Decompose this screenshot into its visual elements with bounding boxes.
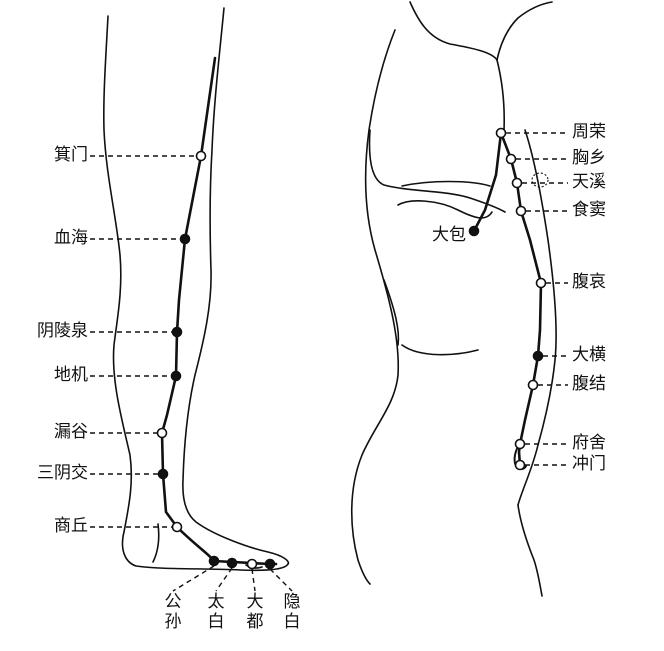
acupoint-shangqiu: [171, 521, 183, 533]
acupoint-xuehai: [179, 233, 191, 245]
acupoint-label: 箕门: [54, 145, 88, 165]
leg-meridian-line: [160, 56, 278, 566]
acupoint-label: 食窦: [572, 200, 606, 220]
acupoint-taibai: [226, 557, 238, 569]
acupoint-label: 太白: [207, 592, 225, 632]
acupoint-dabao: [468, 225, 480, 237]
acupoint-label: 腹哀: [572, 272, 606, 292]
acupoint-lougu: [156, 427, 168, 439]
leader-dadu: [251, 568, 256, 592]
torso-outline: [350, 1, 557, 597]
acupoint-label: 地机: [54, 365, 88, 385]
dabao-branch-line: [472, 131, 503, 233]
acupoint-label: 腹结: [572, 374, 606, 394]
acupoint-label: 府舍: [572, 433, 606, 453]
acupoint-label: 周荣: [572, 122, 606, 142]
acupoint-label: 公孙: [164, 592, 182, 632]
acupoint-tianxi: [511, 177, 523, 189]
acupoint-yinbai: [264, 558, 276, 570]
acupoint-label: 隐白: [283, 592, 301, 632]
acupoint-dadu: [246, 558, 258, 570]
acupoint-label: 天溪: [572, 172, 606, 192]
acupoint-gongsun: [208, 555, 220, 567]
acupoint-label: 阴陵泉: [37, 321, 88, 341]
acupoint-fushe: [514, 438, 526, 450]
acupoint-label: 冲门: [572, 454, 606, 474]
acupoint-label: 大包: [432, 225, 466, 245]
acupoint-label: 胸乡: [572, 148, 606, 168]
acupoint-daheng: [532, 350, 544, 362]
acupoint-diji: [170, 370, 182, 382]
acupoint-label: 三阴交: [37, 463, 88, 483]
acupoint-fujie: [527, 379, 539, 391]
acupoint-chongmen: [514, 459, 526, 471]
acupoint-shidou: [515, 205, 527, 217]
acupoint-label: 商丘: [54, 516, 88, 536]
acupoint-jimen: [195, 150, 207, 162]
acupoint-zhourong: [495, 127, 507, 139]
acupoint-label: 大都: [246, 592, 264, 632]
acupoint-sanyinjiao: [157, 468, 169, 480]
acupoint-label: 血海: [54, 228, 88, 248]
acupoint-yinlingquan: [171, 326, 183, 338]
acupoint-label: 漏谷: [54, 422, 88, 442]
acupoint-label: 大横: [572, 345, 606, 365]
acupoints-layer: [90, 127, 568, 592]
leg-outline: [103, 7, 290, 572]
leader-gongsun: [172, 565, 215, 592]
leader-yinbai: [269, 568, 293, 592]
acupoint-fuai: [535, 277, 547, 289]
acupoint-xiongxiang: [505, 153, 517, 165]
leader-taibai: [215, 567, 233, 592]
tianxi-marker: [531, 172, 549, 188]
